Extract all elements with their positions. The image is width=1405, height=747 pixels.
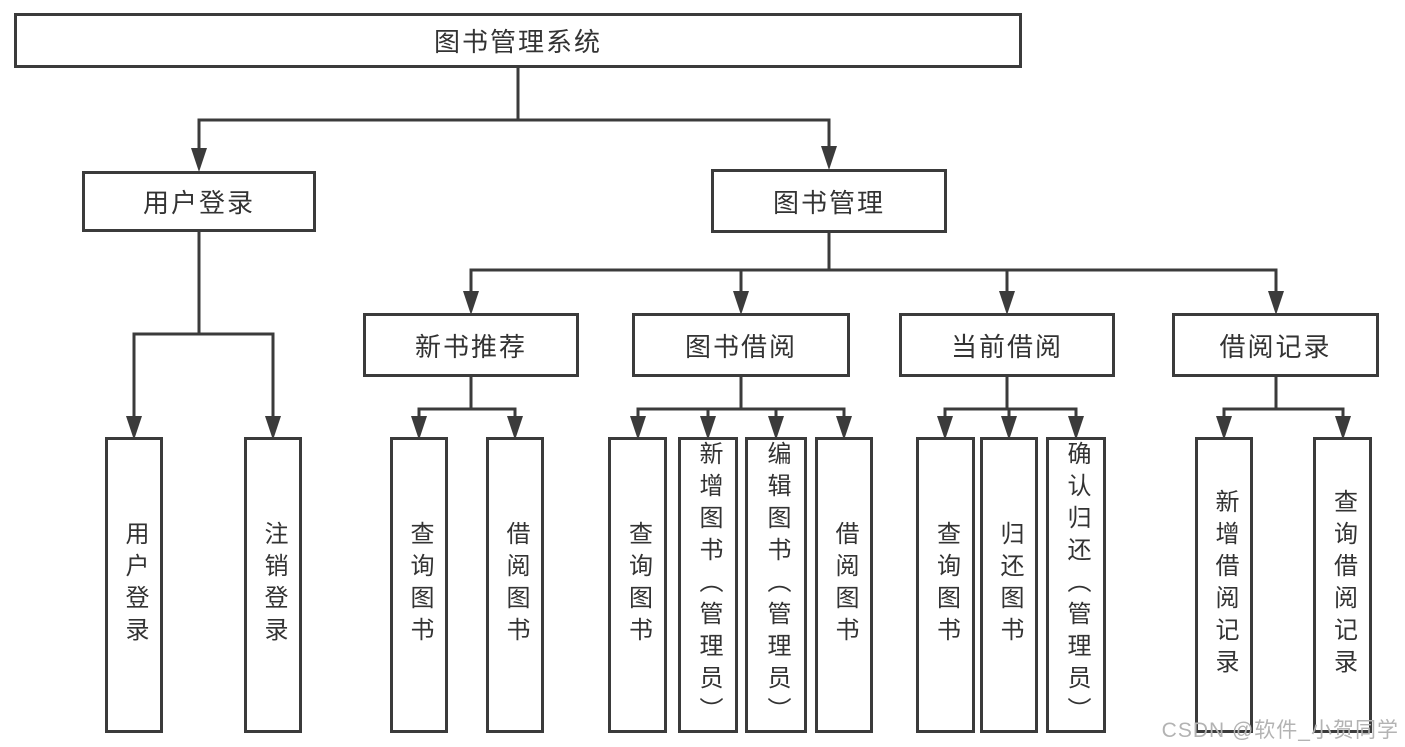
node-book-management: 图书管理 xyxy=(711,169,947,233)
leaf-current-query-books: 查询图书 xyxy=(916,437,975,733)
leaf-borrowing-add-books-admin: 新增图书（管理员） xyxy=(678,437,738,733)
node-book-borrowing: 图书借阅 xyxy=(632,313,850,377)
leaf-records-add-borrow-record: 新增借阅记录 xyxy=(1195,437,1253,733)
csdn-watermark: CSDN @软件_小贺同学 xyxy=(1161,719,1399,742)
leaf-user-login: 用户登录 xyxy=(105,437,163,733)
node-user-login: 用户登录 xyxy=(82,171,316,232)
leaf-records-query-borrow-record: 查询借阅记录 xyxy=(1313,437,1372,733)
node-library-system: 图书管理系统 xyxy=(14,13,1022,68)
leaf-recommend-query-books: 查询图书 xyxy=(390,437,448,733)
leaf-logout-login: 注销登录 xyxy=(244,437,302,733)
leaf-recommend-borrow-books: 借阅图书 xyxy=(486,437,544,733)
leaf-borrowing-borrow-books: 借阅图书 xyxy=(815,437,873,733)
leaf-current-confirm-return-admin: 确认归还（管理员） xyxy=(1046,437,1106,733)
leaf-borrowing-query-books: 查询图书 xyxy=(608,437,667,733)
leaf-current-return-books: 归还图书 xyxy=(980,437,1038,733)
leaf-borrowing-edit-books-admin: 编辑图书（管理员） xyxy=(745,437,807,733)
node-borrow-records: 借阅记录 xyxy=(1172,313,1379,377)
node-new-book-recommend: 新书推荐 xyxy=(363,313,579,377)
node-current-borrowing: 当前借阅 xyxy=(899,313,1115,377)
